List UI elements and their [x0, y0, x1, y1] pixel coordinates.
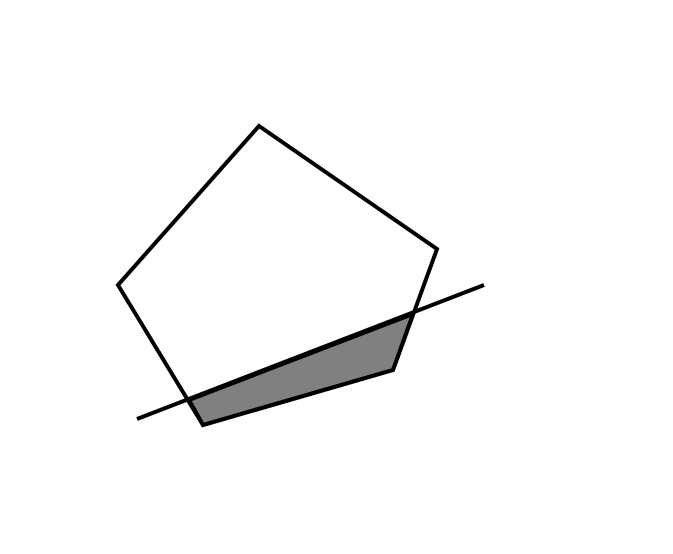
cutting-line [136, 283, 485, 421]
shaded-cut-region [186, 310, 417, 428]
pentagon-outline [115, 123, 440, 428]
